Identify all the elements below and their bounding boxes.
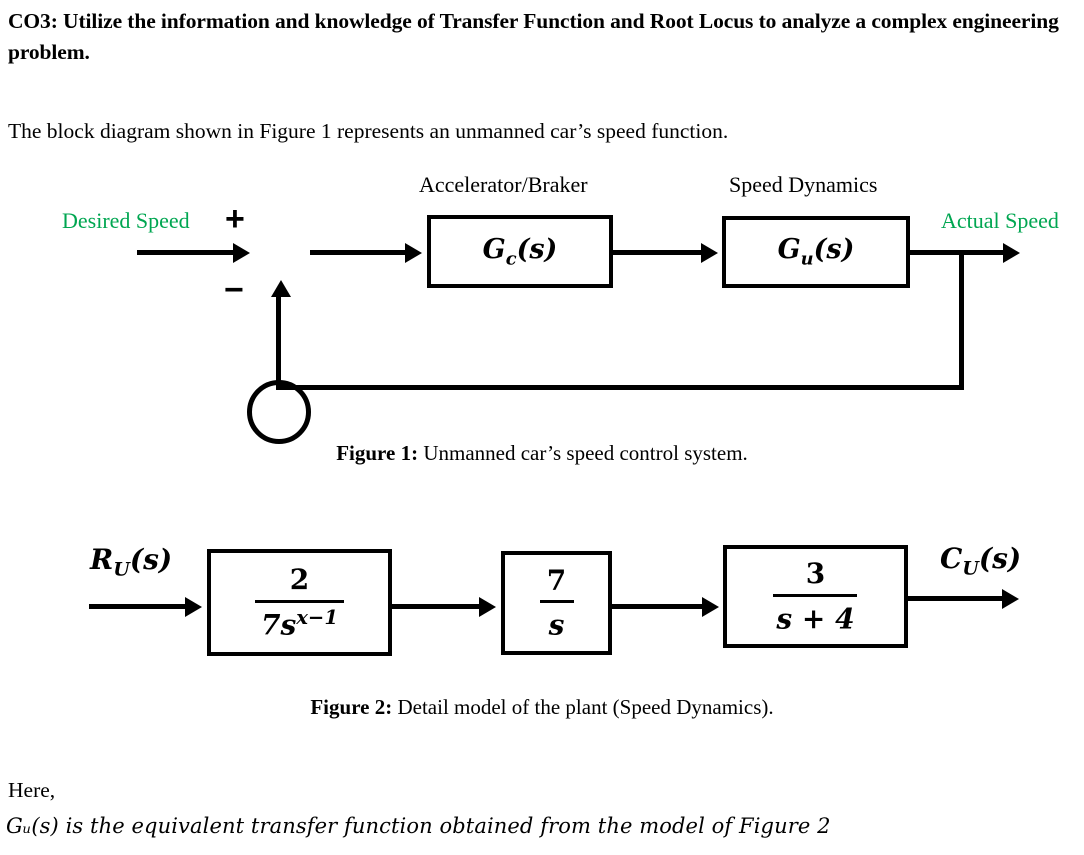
fig2-input-arrowhead	[185, 596, 202, 617]
gc-label: Gc(s)	[482, 233, 558, 270]
fraction-bar	[773, 593, 858, 597]
gu-label: Gu(s)	[777, 234, 855, 270]
fig2-block-2-numerator: 7	[546, 563, 567, 597]
fig2-block-2-fraction: 7 s	[539, 563, 574, 642]
summing-minus-sign: −	[224, 271, 244, 309]
arrowhead-to-gu	[701, 242, 718, 263]
desired-speed-label: Desired Speed	[62, 208, 190, 233]
here-label: Here,	[8, 778, 56, 802]
co-heading: CO3: Utilize the information and knowled…	[8, 9, 1059, 64]
figure1-block2-title: Speed Dynamics	[729, 172, 878, 197]
input-line	[137, 250, 237, 255]
fig2-output-line	[908, 596, 1008, 601]
figure-2-caption-text: Detail model of the plant (Speed Dynamic…	[392, 695, 774, 719]
fraction-bar	[539, 600, 574, 604]
line-gc-to-gu	[613, 250, 708, 255]
feedback-line-left	[276, 385, 964, 390]
fig2-output-arrowhead	[1002, 588, 1019, 609]
output-arrowhead	[1003, 242, 1020, 263]
intro-paragraph: The block diagram shown in Figure 1 repr…	[8, 119, 729, 143]
fig2-line-2-3	[612, 604, 707, 609]
fig2-input-line	[89, 604, 189, 609]
fig2-block-2: 7 s	[501, 551, 612, 655]
fig2-block-1-denominator: 7sx−1	[261, 605, 338, 642]
gu-equivalent-note: Gᵤ(s) is the equivalent transfer functio…	[6, 814, 831, 838]
figure-1-caption-text: Unmanned car’s speed control system.	[418, 441, 748, 465]
feedback-line-down	[959, 250, 964, 390]
actual-speed-label: Actual Speed	[941, 208, 1059, 233]
fig2-block-1: 2 7sx−1	[207, 549, 392, 656]
figure-2-caption: Figure 2: Detail model of the plant (Spe…	[0, 695, 1084, 720]
figure-1-diagram: Accelerator/Braker Speed Dynamics Desire…	[0, 160, 1084, 444]
figure-2-caption-label: Figure 2:	[310, 695, 393, 719]
input-arrowhead	[233, 242, 250, 263]
figure-1-caption-label: Figure 1:	[336, 441, 419, 465]
fig2-arrowhead-3	[702, 596, 719, 617]
fig2-block-1-numerator: 2	[289, 563, 310, 597]
line-sum-to-gc	[310, 250, 410, 255]
fig2-block-3-fraction: 3 s + 4	[770, 559, 860, 633]
fig2-block-3: 3 s + 4	[723, 545, 908, 648]
input-signal-label: RU(s)	[90, 543, 173, 581]
block-accelerator-braker: Gc(s)	[427, 215, 613, 288]
fraction-bar	[255, 599, 344, 603]
output-signal-label: CU(s)	[940, 542, 1022, 580]
block-speed-dynamics: Gu(s)	[722, 216, 910, 288]
feedback-arrowhead	[270, 280, 291, 297]
figure-1-caption: Figure 1: Unmanned car’s speed control s…	[0, 441, 1084, 466]
figure1-block1-title: Accelerator/Braker	[419, 172, 588, 197]
summing-plus-sign: +	[225, 200, 245, 238]
feedback-line-up	[276, 296, 281, 388]
fig2-line-1-2	[392, 604, 482, 609]
fig2-arrowhead-2	[479, 596, 496, 617]
arrowhead-to-gc	[405, 242, 422, 263]
fig2-block-2-denominator: s	[548, 608, 565, 642]
fig2-block-3-denominator: s + 4	[776, 602, 855, 636]
fig2-block-3-numerator: 3	[805, 557, 826, 591]
figure-2-diagram: RU(s) 2 7sx−1 7 s 3 s + 4 CU(s)	[0, 530, 1084, 680]
fig2-block-1-fraction: 2 7sx−1	[255, 565, 344, 639]
